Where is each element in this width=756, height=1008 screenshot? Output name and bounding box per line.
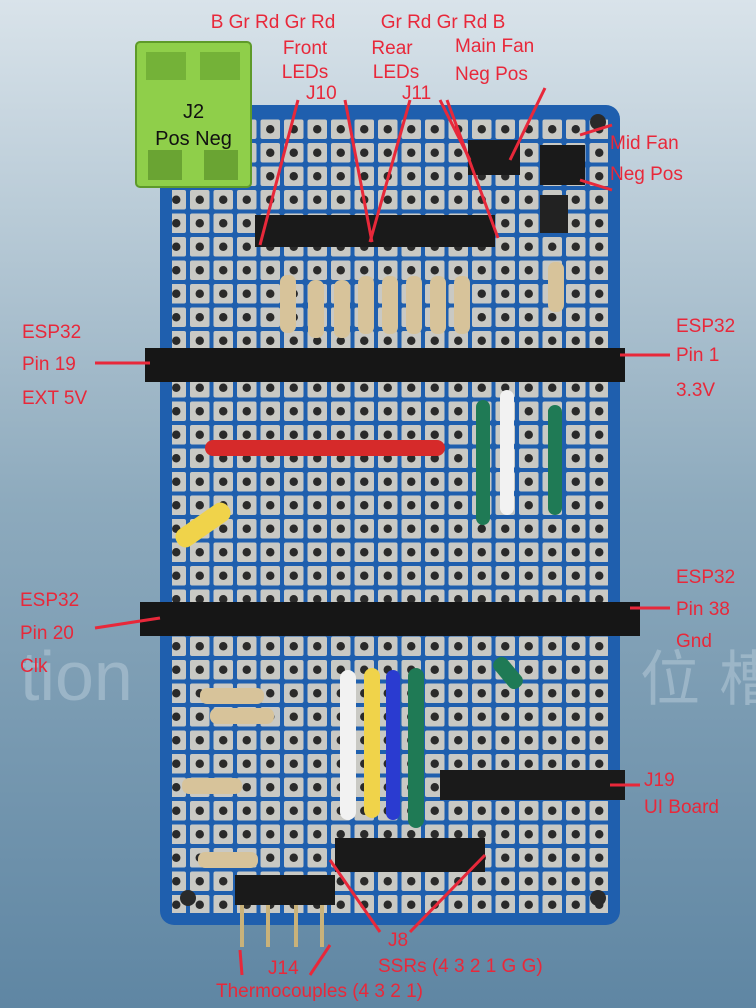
thermocouples-label: Thermocouples (4 3 2 1) <box>216 981 423 1002</box>
j19-header <box>440 770 625 800</box>
rear-led-title-2: LEDs <box>372 62 420 83</box>
j11-header <box>385 215 495 247</box>
mid-fan-pins-label: Neg Pos <box>610 164 683 185</box>
j14-label: J14 <box>268 958 299 979</box>
j8-header <box>335 838 485 872</box>
main-fan-label: Main Fan <box>455 36 535 57</box>
rear-led-title-1: Rear <box>371 38 413 59</box>
esp32-pin20-label-3: Clk <box>20 656 48 677</box>
main-fan-pins-label: Neg Pos <box>455 64 528 85</box>
pointer-lines <box>94 87 670 976</box>
svg-text:位 槽: 位 槽 <box>640 645 756 715</box>
j10-header <box>255 215 385 247</box>
resistor-row <box>280 262 564 338</box>
j2-pins: Pos Neg <box>155 128 232 150</box>
mid-fan-label: Mid Fan <box>610 133 679 154</box>
j19-label: J19 <box>644 770 675 791</box>
esp32-pin38-label-2: Pin 38 <box>676 599 730 620</box>
esp32-pin1-label-1: ESP32 <box>676 316 736 337</box>
esp32-pin19-label-1: ESP32 <box>22 322 82 343</box>
j2-terminal-block <box>135 41 252 188</box>
lower-resistors <box>182 688 274 868</box>
ssrs-label: SSRs (4 3 2 1 G G) <box>378 956 543 977</box>
esp32-pin38-label-3: Gnd <box>676 631 712 652</box>
esp32-pin19-label-2: Pin 19 <box>22 354 76 375</box>
esp32-pin19-label-3: EXT 5V <box>22 388 88 409</box>
esp32-socket-bottom <box>140 602 640 636</box>
esp32-pin20-label-2: Pin 20 <box>20 623 74 644</box>
j2-title: J2 <box>182 101 205 123</box>
svg-text:tion: tion <box>20 637 133 715</box>
front-led-title-2: LEDs <box>281 62 329 83</box>
front-led-colors-label: B Gr Rd Gr Rd <box>210 12 336 33</box>
j10-label: J10 <box>306 83 337 104</box>
j8-label: J8 <box>388 930 409 951</box>
rear-led-colors-label: Gr Rd Gr Rd B <box>380 12 506 33</box>
esp32-pin1-label-3: 3.3V <box>676 380 716 401</box>
esp32-socket-top <box>145 348 625 382</box>
ui-board-label: UI Board <box>644 797 719 818</box>
esp32-pin1-label-2: Pin 1 <box>676 345 720 366</box>
fan-headers <box>468 140 585 233</box>
front-led-title-1: Front <box>282 38 328 59</box>
jumper-wires <box>175 390 562 828</box>
esp32-pin20-label-1: ESP32 <box>20 590 80 611</box>
j11-label: J11 <box>402 83 432 104</box>
j14-header <box>235 875 335 947</box>
esp32-pin38-label-1: ESP32 <box>676 567 736 588</box>
